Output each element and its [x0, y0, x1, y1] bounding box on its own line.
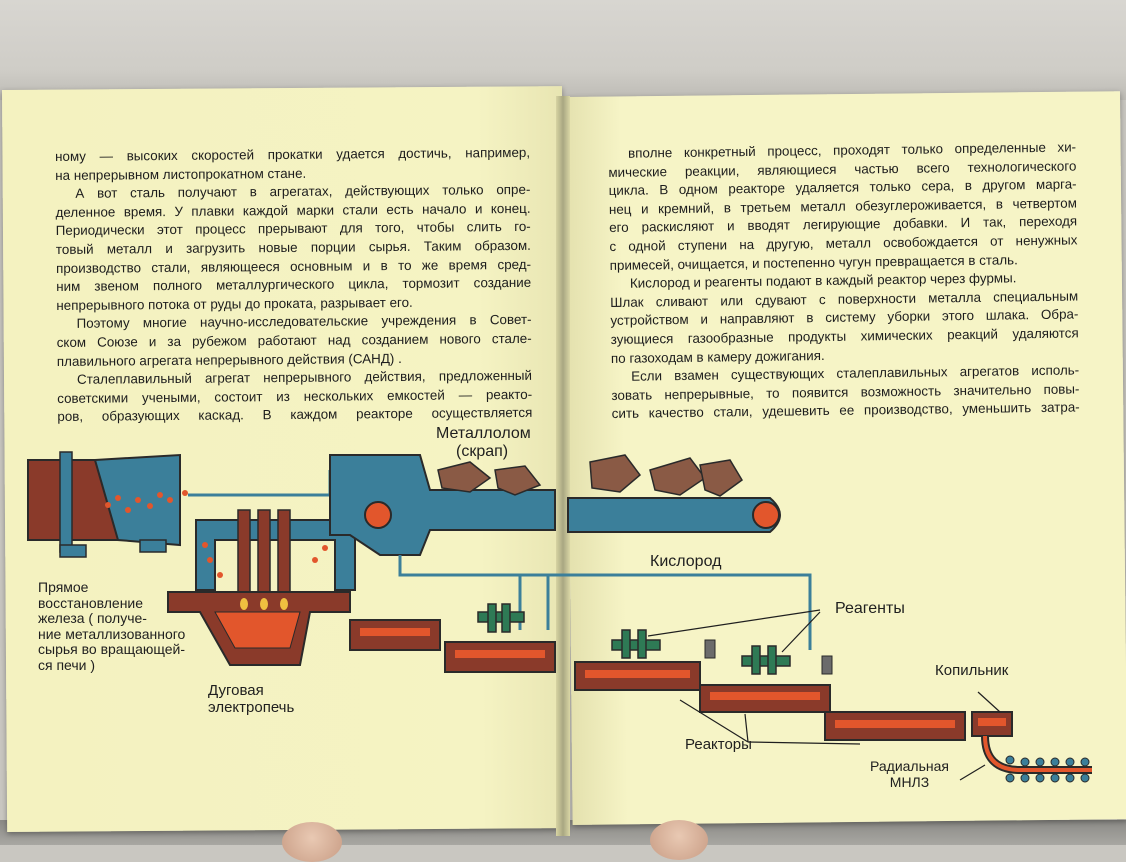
label-line: МНЛЗ: [889, 774, 930, 790]
scrap-conveyor: [329, 454, 781, 556]
reactor-cascade-left: [349, 619, 556, 673]
label-line: (скрап): [456, 443, 509, 460]
caster-label: Радиальная МНЛЗ: [870, 758, 949, 790]
label-line: сырья во вращающей-: [38, 641, 186, 657]
label-line: Прямое: [38, 579, 89, 595]
label-line: электропечь: [208, 699, 295, 716]
rotary-kiln: [27, 451, 188, 558]
reactor-cascade-right: [574, 639, 966, 741]
label-line: Реакторы: [685, 736, 752, 753]
label-line: ся печи ): [38, 656, 96, 673]
label-line: Копильник: [935, 662, 1009, 679]
reagents-label: Реагенты: [835, 600, 905, 618]
label-line: железа ( получе-: [38, 610, 147, 626]
oxygen-label: Кислород: [650, 553, 721, 571]
label-line: Дуговая: [208, 682, 264, 699]
leader-lines: [647, 609, 1001, 781]
label-line: Радиальная: [870, 758, 949, 774]
arc-furnace-label: Дуговая электропечь: [208, 682, 294, 716]
reactors-label: Реакторы: [685, 736, 752, 753]
left-thumb: [282, 822, 342, 862]
accumulator-and-caster: [971, 711, 1092, 783]
book-gutter: [556, 96, 570, 836]
oxygen-line: [398, 555, 812, 650]
right-thumb: [650, 820, 708, 860]
background-wall: [0, 0, 1126, 100]
label-line: ние металлизованного: [38, 625, 186, 642]
transfer-pipe: [188, 470, 332, 497]
label-line: восстановление: [38, 594, 144, 611]
reagent-feeders: [477, 603, 791, 675]
reduction-label: Прямое восстановление железа ( получе- н…: [38, 579, 186, 673]
scrap-label: Металлолом (скрап): [436, 425, 531, 461]
label-line: Металлолом: [436, 425, 531, 442]
accumulator-label: Копильник: [935, 662, 1008, 679]
label-line: Реагенты: [835, 600, 905, 617]
label-line: Кислород: [650, 553, 722, 570]
arc-furnace: [167, 509, 356, 666]
